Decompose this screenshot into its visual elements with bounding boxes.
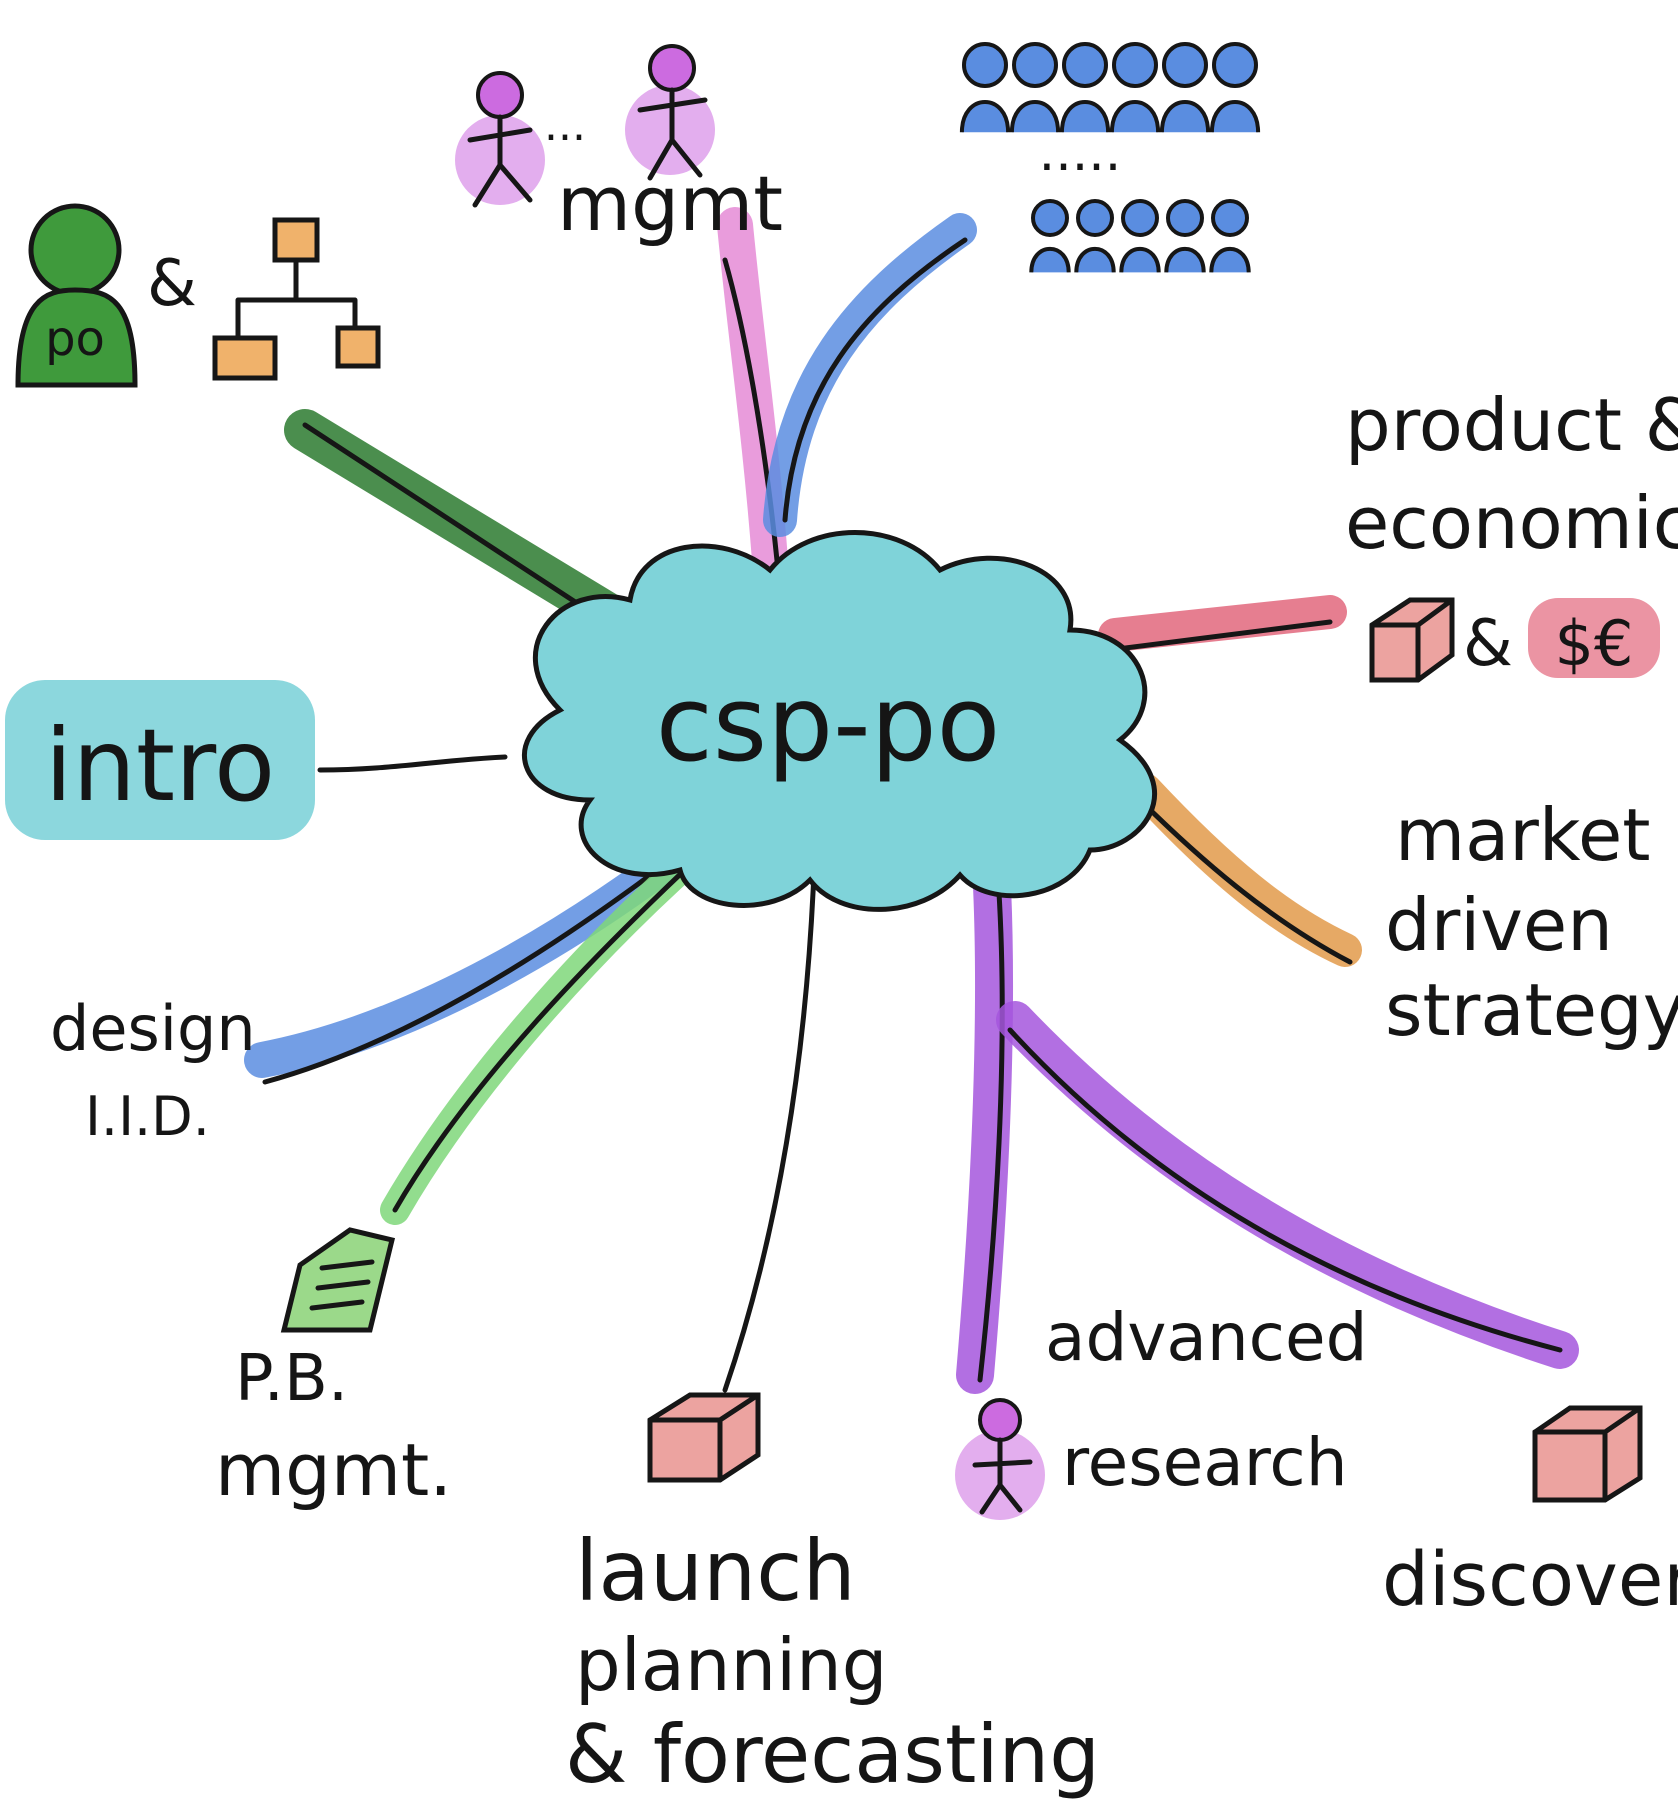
pb-line2: mgmt. xyxy=(215,1428,452,1512)
pb-mgmt-node: P.B. mgmt. xyxy=(215,1227,452,1512)
team-member-icon xyxy=(1074,199,1116,273)
mgmt-label: mgmt xyxy=(557,159,783,248)
stick-figure-icon xyxy=(455,71,545,208)
launch-line1: launch xyxy=(575,1522,856,1620)
team-member-icon xyxy=(1009,42,1061,133)
po-amp: & xyxy=(147,247,197,321)
market-line3: strategy xyxy=(1385,968,1678,1052)
discovery-node: discovery xyxy=(1382,1405,1678,1623)
team-member-icon xyxy=(1029,199,1071,273)
team-member-icon xyxy=(1109,42,1161,133)
branch-discovery xyxy=(996,1001,1579,1369)
team-member-icon xyxy=(1159,42,1211,133)
researcher-icon xyxy=(955,1398,1045,1520)
intro-label: intro xyxy=(45,707,275,824)
intro-highlight xyxy=(5,680,315,840)
branch-pb xyxy=(380,845,705,1225)
branch-advanced xyxy=(956,831,1014,1394)
stick-figure-icon xyxy=(625,44,715,181)
po-org-node: po & xyxy=(15,203,381,388)
teams-dots: ..... xyxy=(1039,123,1122,183)
product-box-icon xyxy=(1369,597,1455,683)
pb-line1: P.B. xyxy=(235,1342,348,1416)
team-member-icon xyxy=(1209,42,1261,133)
discovery-label: discovery xyxy=(1382,1537,1678,1623)
mgmt-ellipsis: ... xyxy=(544,100,586,151)
launch-line3: & forecasting xyxy=(565,1708,1100,1801)
team-member-icon xyxy=(1209,199,1251,273)
launch-line2: planning xyxy=(575,1623,887,1707)
intro-node: intro xyxy=(5,680,315,840)
branch-launch xyxy=(722,842,818,1393)
design-line1: design xyxy=(50,992,256,1065)
currency-highlight xyxy=(1528,598,1660,678)
central-label: csp-po xyxy=(656,663,1001,785)
branch-teams xyxy=(763,213,977,537)
design-node: design I.I.D. xyxy=(50,992,256,1148)
discovery-box-icon xyxy=(1532,1405,1643,1503)
branch-intro xyxy=(317,754,508,773)
market-line1: market xyxy=(1395,793,1651,877)
launch-box-icon xyxy=(647,1392,761,1483)
team-member-icon xyxy=(1059,42,1111,133)
market-line2: driven xyxy=(1385,883,1613,967)
central-cloud: csp-po xyxy=(521,530,1157,912)
po-person-icon: po xyxy=(15,203,138,388)
product-line1: product & xyxy=(1345,383,1678,467)
org-chart-icon xyxy=(212,217,381,381)
branch-po-org xyxy=(284,409,631,636)
product-amp: & xyxy=(1463,607,1513,681)
backlog-document-icon xyxy=(280,1227,396,1333)
product-economics-node: product & economics & $€ xyxy=(1345,383,1678,683)
market-strategy-node: market driven strategy xyxy=(1385,793,1678,1052)
mgmt-node: ... mgmt xyxy=(455,44,783,248)
teams-node xyxy=(959,42,1261,273)
branch-market xyxy=(1127,773,1362,967)
currency-symbols: $€ xyxy=(1555,607,1634,680)
branch-design xyxy=(244,827,708,1085)
product-line2: economics xyxy=(1345,481,1678,565)
team-member-icon xyxy=(959,42,1011,133)
team-member-icon xyxy=(1164,199,1206,273)
advanced-research-node: advanced research xyxy=(955,1299,1367,1520)
design-line2: I.I.D. xyxy=(85,1085,210,1148)
advanced-label: advanced xyxy=(1045,1299,1367,1376)
research-label: research xyxy=(1062,1424,1348,1501)
team-member-icon xyxy=(1119,199,1161,273)
po-badge: po xyxy=(45,311,105,367)
launch-node: launch planning & forecasting xyxy=(565,1392,1100,1801)
